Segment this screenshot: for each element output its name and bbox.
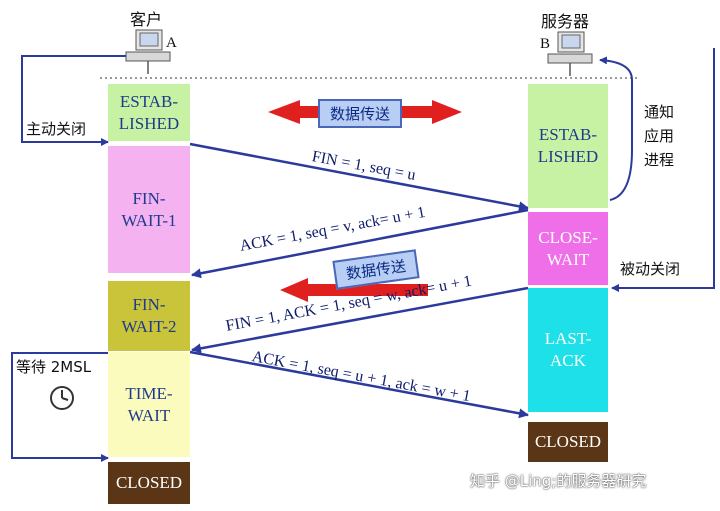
server-state-last-ack: LAST- ACK	[528, 288, 608, 412]
clock-icon	[50, 386, 74, 410]
notify-app-arrow	[599, 56, 633, 201]
wait-2msl-arrow	[11, 352, 109, 462]
ack1-arrow	[191, 208, 529, 279]
server-title: 服务器	[541, 12, 590, 31]
active-close-arrow	[21, 55, 126, 146]
ack2-arrow	[189, 350, 529, 419]
client-state-established: ESTAB- LISHED	[108, 84, 190, 141]
passive-close-arrow	[611, 48, 715, 292]
data-transfer-left-arrow	[280, 278, 428, 302]
client-state-fin-wait-1: FIN- WAIT-1	[108, 146, 190, 273]
client-state-closed: CLOSED	[108, 462, 190, 504]
wait-2msl-label: 等待 2MSL	[16, 358, 92, 376]
client-state-fin-wait-2: FIN- WAIT-2	[108, 281, 190, 351]
client-title: 客户	[130, 10, 163, 29]
active-close-label: 主动关闭	[26, 120, 87, 138]
server-state-closed: CLOSED	[528, 422, 608, 462]
client-state-time-wait: TIME- WAIT	[108, 352, 190, 457]
server-tag: B	[540, 36, 551, 52]
server-state-established: ESTAB- LISHED	[528, 84, 608, 208]
data-transfer-top: 数据传送	[318, 99, 403, 128]
watermark: 知乎 @Ling;的服务器研究	[470, 472, 647, 490]
client-tag: A	[166, 35, 177, 51]
passive-close-label: 被动关闭	[620, 260, 681, 278]
client-computer-icon	[125, 29, 171, 74]
server-computer-icon	[547, 31, 593, 76]
fin1-arrow	[189, 142, 529, 212]
fin2-arrow	[191, 286, 529, 354]
notify-app-label: 通知 应用 进程	[644, 103, 675, 169]
server-state-close-wait: CLOSE- WAIT	[528, 212, 608, 285]
